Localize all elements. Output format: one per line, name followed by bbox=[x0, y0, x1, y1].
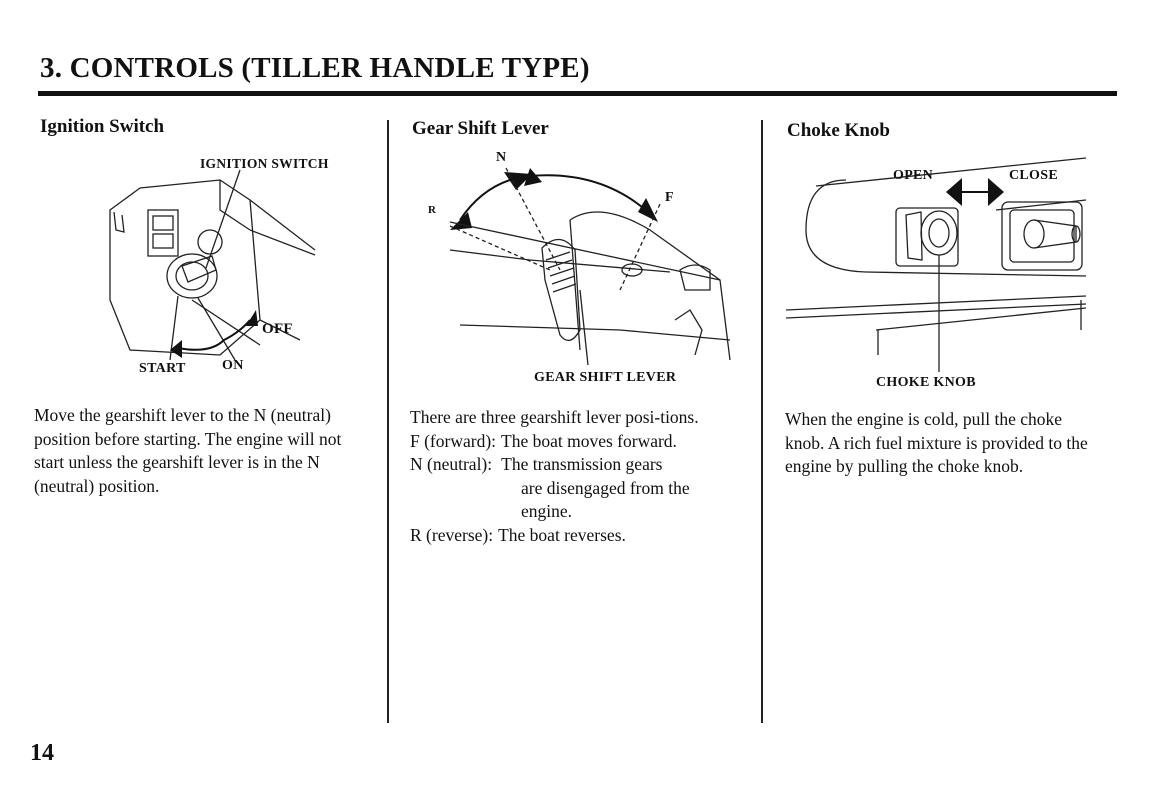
ignition-description: Move the gearshift lever to the N (neutr… bbox=[34, 404, 370, 498]
close-label: CLOSE bbox=[1009, 168, 1058, 183]
gear-position-neutral: N (neutral): The transmission gears bbox=[410, 453, 755, 477]
start-label: START bbox=[139, 361, 186, 376]
ignition-description-text: Move the gearshift lever to the N (neutr… bbox=[34, 405, 342, 496]
page-title: 3. CONTROLS (TILLER HANDLE TYPE) bbox=[40, 52, 590, 84]
position-desc: The boat moves forward. bbox=[501, 430, 677, 451]
gear-shift-lever-label: GEAR SHIFT LEVER bbox=[534, 370, 677, 385]
position-key: N (neutral): bbox=[410, 454, 493, 474]
forward-label: F bbox=[665, 190, 674, 205]
gear-position-forward: F (forward): The boat moves forward. bbox=[410, 430, 755, 454]
gear-description: There are three gearshift lever posi-tio… bbox=[410, 406, 755, 547]
position-desc: The transmission gears bbox=[501, 454, 663, 474]
position-key: F (forward): bbox=[410, 430, 497, 451]
choke-knob-illustration bbox=[785, 157, 1087, 372]
off-label: OFF bbox=[262, 321, 293, 337]
gear-shift-illustration bbox=[449, 167, 731, 366]
position-key: R (reverse): bbox=[410, 524, 494, 545]
ignition-heading: Ignition Switch bbox=[40, 116, 165, 137]
choke-description-text: When the engine is cold, pull the choke … bbox=[785, 409, 1088, 476]
column-divider-left bbox=[387, 120, 389, 723]
gear-heading: Gear Shift Lever bbox=[412, 118, 549, 139]
column-divider-right bbox=[761, 120, 763, 723]
neutral-label: N bbox=[496, 150, 507, 165]
position-desc: engine. bbox=[521, 501, 573, 521]
choke-description: When the engine is cold, pull the choke … bbox=[785, 408, 1105, 479]
gear-position-reverse: R (reverse): The boat reverses. bbox=[410, 524, 755, 548]
position-desc: are disengaged from the bbox=[521, 477, 690, 498]
ignition-switch-illustration bbox=[109, 169, 316, 361]
gear-position-neutral-cont2: engine. bbox=[410, 500, 755, 524]
position-desc: The boat reverses. bbox=[498, 524, 626, 545]
open-label: OPEN bbox=[893, 168, 934, 183]
gear-intro-text: There are three gearshift lever posi-tio… bbox=[410, 407, 699, 427]
ignition-switch-label: IGNITION SWITCH bbox=[200, 156, 329, 171]
on-label: ON bbox=[222, 358, 244, 373]
choke-heading: Choke Knob bbox=[787, 120, 890, 141]
title-rule bbox=[38, 91, 1117, 96]
choke-knob-label: CHOKE KNOB bbox=[876, 375, 976, 390]
gear-position-neutral-cont: are disengaged from the bbox=[410, 477, 755, 501]
reverse-label: R bbox=[428, 204, 437, 216]
page-number: 14 bbox=[30, 740, 54, 766]
